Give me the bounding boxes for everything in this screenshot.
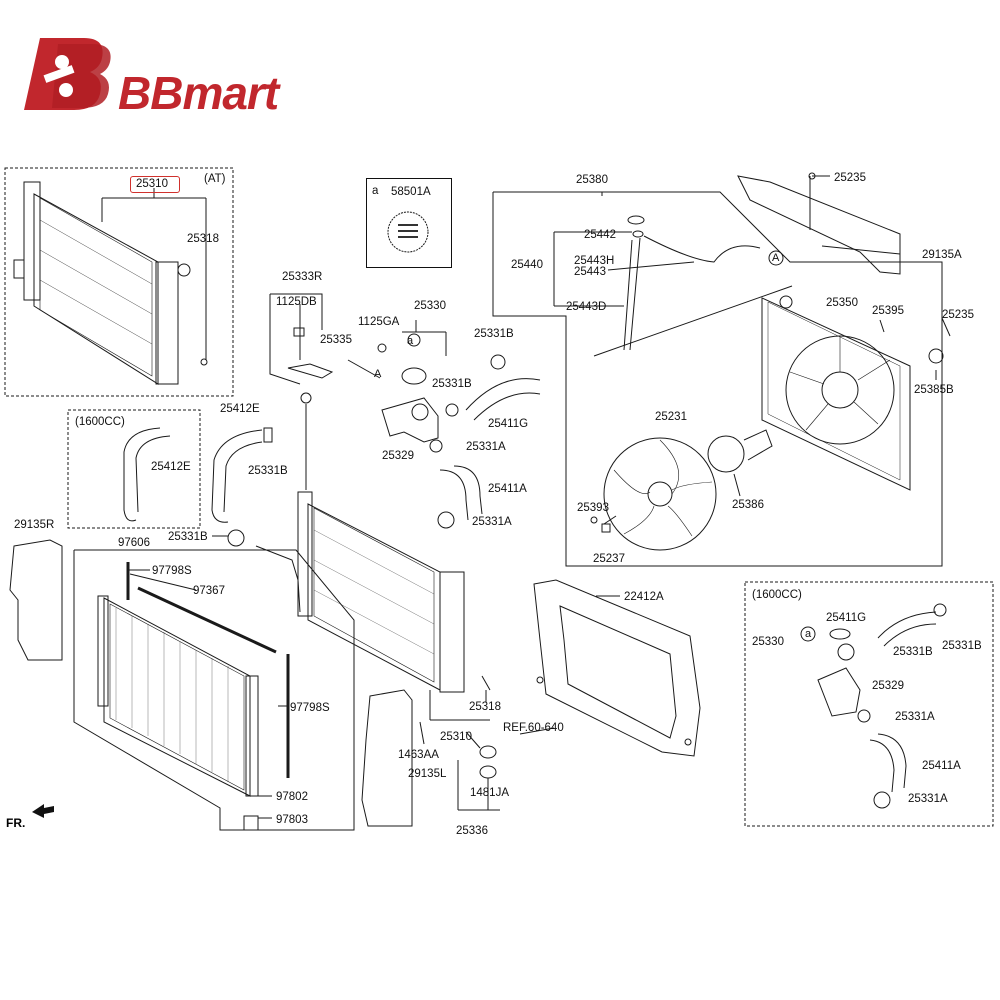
part-22412A: 22412A bbox=[624, 591, 664, 603]
condenser-icon bbox=[97, 562, 290, 831]
part-97803: 97803 bbox=[276, 814, 308, 826]
part-97367: 97367 bbox=[193, 585, 225, 597]
part-25331B-low: 25331B bbox=[168, 531, 208, 543]
part-25411A-right: 25411A bbox=[922, 760, 961, 772]
part-25329-mid: 25329 bbox=[382, 450, 414, 462]
part-25335: 25335 bbox=[320, 334, 352, 346]
part-25442: 25442 bbox=[584, 229, 616, 241]
part-25411G-right: 25411G bbox=[826, 612, 867, 624]
front-arrow-icon bbox=[32, 804, 54, 818]
note-part: 58501A bbox=[391, 186, 431, 198]
part-25235-top: 25235 bbox=[834, 172, 866, 184]
part-25329-right: 25329 bbox=[872, 680, 904, 692]
part-25393: 25393 bbox=[577, 502, 609, 514]
part-25386: 25386 bbox=[732, 499, 764, 511]
part-25331B-right2: 25331B bbox=[942, 640, 982, 652]
part-25412E-box: 25412E bbox=[151, 461, 191, 473]
part-25336: 25336 bbox=[456, 825, 488, 837]
part-25331A-right2: 25331A bbox=[908, 793, 948, 805]
part-25395: 25395 bbox=[872, 305, 904, 317]
part-25385B: 25385B bbox=[914, 384, 954, 396]
part-25318-top: 25318 bbox=[187, 233, 219, 245]
part-25412E: 25412E bbox=[220, 403, 260, 415]
part-25331B-right1: 25331B bbox=[893, 646, 933, 658]
variant-1600-right: (1600CC) bbox=[752, 589, 802, 601]
part-25331B-mid1: 25331B bbox=[474, 328, 514, 340]
part-1463AA: 1463AA bbox=[398, 749, 439, 761]
part-1481JA: 1481JA bbox=[470, 787, 510, 799]
part-25331A-mid1: 25331A bbox=[466, 441, 506, 453]
marker-A-mid: A bbox=[374, 368, 382, 380]
part-1125DB: 1125DB bbox=[276, 296, 317, 308]
selected-part-highlight bbox=[130, 176, 180, 193]
variant-1600-left: (1600CC) bbox=[75, 416, 125, 428]
front-carrier-icon bbox=[533, 579, 701, 757]
part-25380: 25380 bbox=[576, 174, 608, 186]
part-25443D: 25443D bbox=[566, 301, 607, 313]
brand-name: BBmart bbox=[118, 67, 279, 119]
part-25318-low: 25318 bbox=[469, 701, 501, 713]
fan-shroud-icon bbox=[761, 295, 944, 491]
part-25333R: 25333R bbox=[282, 271, 323, 283]
front-orientation-label: FR. bbox=[6, 816, 26, 830]
part-97802: 97802 bbox=[276, 791, 308, 803]
part-97798S-top: 97798S bbox=[152, 565, 192, 577]
part-97606: 97606 bbox=[118, 537, 150, 549]
cooling-fan-icon bbox=[603, 437, 717, 551]
marker-A-top: A bbox=[772, 252, 780, 264]
part-29135L: 29135L bbox=[408, 768, 447, 780]
marker-a-right: a bbox=[805, 628, 812, 640]
part-25237: 25237 bbox=[593, 553, 625, 565]
part-29135R: 29135R bbox=[14, 519, 55, 531]
part-25331B-left: 25331B bbox=[248, 465, 288, 477]
part-25331B-mid2: 25331B bbox=[432, 378, 472, 390]
warning-label-icon bbox=[387, 211, 429, 253]
part-97798S-right: 97798S bbox=[290, 702, 330, 714]
part-25411A-mid: 25411A bbox=[488, 483, 527, 495]
marker-a-mid: a bbox=[407, 335, 414, 347]
part-25330-mid: 25330 bbox=[414, 300, 446, 312]
part-25331A-right1: 25331A bbox=[895, 711, 935, 723]
ref-60-640: REF.60-640 bbox=[503, 722, 564, 734]
part-29135A: 29135A bbox=[922, 249, 962, 261]
variant-at: (AT) bbox=[204, 173, 226, 185]
part-25440: 25440 bbox=[511, 259, 543, 271]
part-25310-top: 25310 bbox=[136, 178, 168, 190]
part-25330-right: 25330 bbox=[752, 636, 784, 648]
part-25331A-mid2: 25331A bbox=[472, 516, 512, 528]
part-25235-right: 25235 bbox=[942, 309, 974, 321]
note-marker: a bbox=[372, 185, 379, 197]
radiator-main-icon bbox=[297, 392, 491, 721]
part-25231: 25231 bbox=[655, 411, 687, 423]
part-25310-low: 25310 bbox=[440, 731, 472, 743]
part-1125GA: 1125GA bbox=[358, 316, 400, 328]
part-25443H: 25443H bbox=[574, 255, 615, 267]
part-25443: 25443 bbox=[574, 266, 606, 278]
part-25350: 25350 bbox=[826, 297, 858, 309]
brand-logo-icon bbox=[24, 38, 111, 110]
radiator-at-icon bbox=[13, 181, 208, 385]
part-25411G-mid: 25411G bbox=[488, 418, 529, 430]
